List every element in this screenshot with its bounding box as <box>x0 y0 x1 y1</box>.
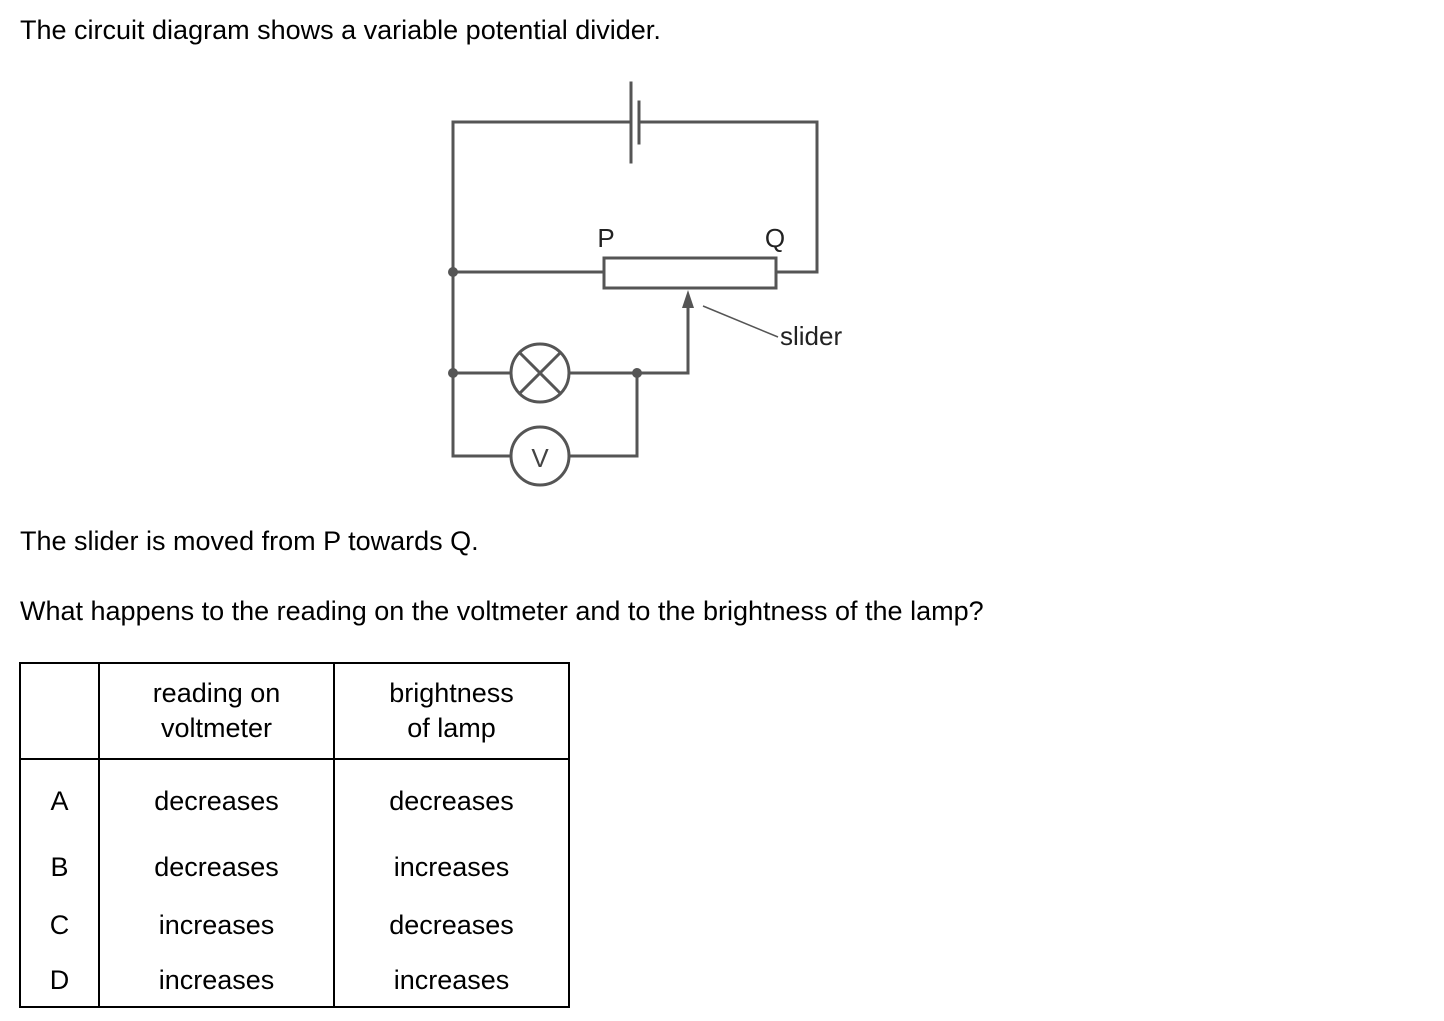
lamp-cell: decreases <box>333 896 570 954</box>
junction-dot <box>448 267 458 277</box>
voltmeter-cell: decreases <box>98 759 335 838</box>
top-wire-right <box>637 120 819 274</box>
table-header-row: reading on voltmeter brightness of lamp <box>19 662 570 760</box>
option-letter: B <box>19 838 100 896</box>
label-p: P <box>597 223 614 253</box>
answer-table: reading on voltmeter brightness of lamp … <box>19 662 570 1008</box>
voltmeter-cell: decreases <box>98 838 335 896</box>
header-voltmeter-line2: voltmeter <box>160 713 273 743</box>
option-letter: D <box>19 954 100 1008</box>
rheostat-body <box>602 256 778 290</box>
table-row: B decreases increases <box>19 838 570 896</box>
option-letter: C <box>19 896 100 954</box>
lamp-cell: increases <box>333 954 570 1008</box>
header-blank <box>19 662 100 760</box>
header-voltmeter: reading on voltmeter <box>98 662 335 760</box>
voltmeter-right-wire <box>567 371 639 458</box>
slider-arrow <box>682 290 694 308</box>
label-q: Q <box>765 223 785 253</box>
option-letter: A <box>19 759 100 838</box>
lamp-cell: decreases <box>333 759 570 838</box>
statement-text: The slider is moved from P towards Q. <box>20 526 479 556</box>
table-row: D increases increases <box>19 954 570 1008</box>
header-voltmeter-line1: reading on <box>152 678 281 708</box>
header-lamp-line2: of lamp <box>407 713 496 743</box>
table-row: C increases decreases <box>19 896 570 954</box>
lamp-symbol <box>509 342 571 404</box>
top-wire-left <box>451 120 633 458</box>
label-slider: slider <box>780 321 842 351</box>
header-lamp-line1: brightness <box>389 678 514 708</box>
junction-dot <box>632 368 642 378</box>
question-text: What happens to the reading on the voltm… <box>20 596 984 626</box>
table-row: A decreases decreases <box>19 759 570 838</box>
voltmeter-cell: increases <box>98 954 335 1008</box>
junction-dot <box>448 368 458 378</box>
voltmeter-symbol: V <box>509 425 571 487</box>
circuit-diagram: V P Q slider <box>448 81 842 487</box>
intro-text: The circuit diagram shows a variable pot… <box>20 15 661 45</box>
voltmeter-cell: increases <box>98 896 335 954</box>
slider-pointer-line <box>702 305 779 338</box>
lamp-cell: increases <box>333 838 570 896</box>
voltmeter-label: V <box>531 443 549 473</box>
header-lamp: brightness of lamp <box>333 662 570 760</box>
